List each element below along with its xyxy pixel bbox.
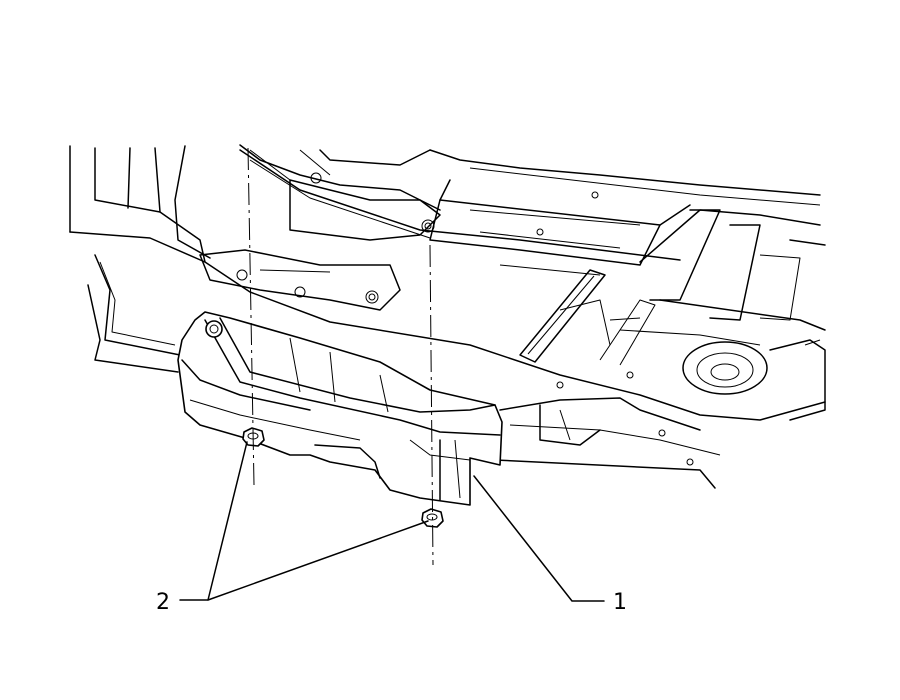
centerline-left bbox=[247, 147, 255, 486]
callout-1: 1 bbox=[473, 475, 627, 615]
callout-2-label: 2 bbox=[156, 590, 170, 615]
vehicle-underbody bbox=[69, 144, 826, 489]
callout-1-label: 1 bbox=[613, 590, 627, 615]
centerline-right bbox=[429, 244, 434, 566]
heat-shield-part bbox=[177, 311, 503, 506]
callout-2: 2 bbox=[156, 441, 429, 615]
